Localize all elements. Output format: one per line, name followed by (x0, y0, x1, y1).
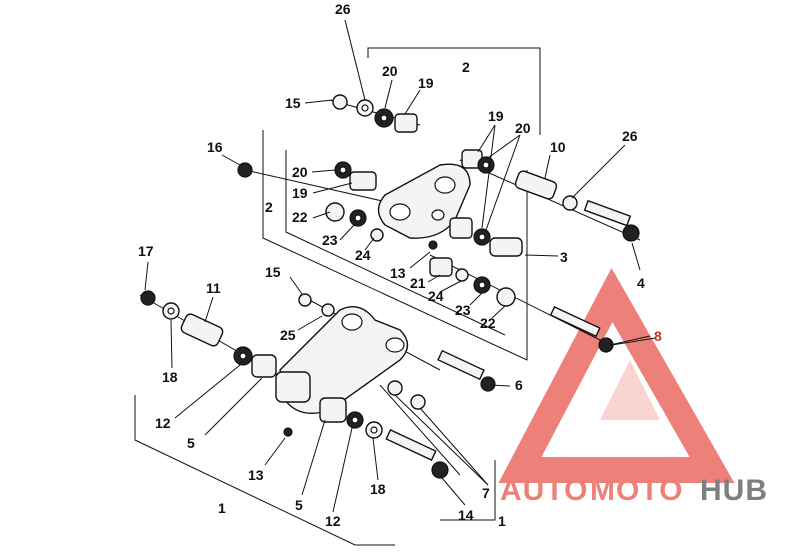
callout-labels: 26 2 20 19 15 19 20 10 26 16 20 19 2 22 … (138, 1, 662, 529)
watermark-auto: AUTO (500, 474, 588, 507)
callout-12-bottom: 12 (325, 513, 341, 529)
callout-15-bottom: 15 (265, 264, 281, 280)
bracket-top-2 (367, 47, 541, 135)
bracket-bottom-1 (134, 395, 395, 546)
callout-7: 7 (482, 485, 490, 501)
callout-5-bottom: 5 (295, 497, 303, 513)
upper-linkage (377, 163, 471, 239)
callout-12-left: 12 (155, 415, 171, 431)
watermark-moto: MOTO (590, 474, 683, 507)
watermark-hub: HUB (700, 474, 768, 507)
callout-24-left: 24 (355, 247, 371, 263)
callout-11: 11 (206, 280, 221, 296)
watermark-logo: AUTO MOTO HUB (498, 267, 768, 507)
lower-linkage (279, 306, 409, 414)
callout-10: 10 (550, 139, 566, 155)
callout-20-top: 20 (382, 63, 398, 79)
callout-19-right: 19 (488, 108, 504, 124)
callout-26-right: 26 (622, 128, 638, 144)
callout-16: 16 (207, 139, 223, 155)
callout-23-mid: 23 (455, 302, 471, 318)
callout-25: 25 (280, 327, 296, 343)
callout-6: 6 (515, 377, 523, 393)
callout-23-left: 23 (322, 232, 338, 248)
callout-5-left: 5 (187, 435, 195, 451)
callout-2-left: 2 (265, 199, 273, 215)
callout-4: 4 (637, 275, 645, 291)
callout-17: 17 (138, 243, 154, 259)
callout-22-left: 22 (292, 209, 308, 225)
callout-22-mid: 22 (480, 315, 496, 331)
callout-20-left: 20 (292, 164, 308, 180)
callout-2-top: 2 (462, 59, 470, 75)
callout-13-mid: 13 (390, 265, 406, 281)
callout-1-left: 1 (218, 500, 226, 516)
callout-21: 21 (410, 275, 426, 291)
callout-19-top: 19 (418, 75, 434, 91)
frame-inner (285, 150, 506, 336)
frame-assembly-2 (262, 130, 528, 361)
callout-18-left: 18 (162, 369, 178, 385)
callout-14: 14 (458, 507, 474, 523)
bracket-bottom-1b (440, 460, 496, 521)
group-frames (134, 47, 541, 546)
callout-20-right: 20 (515, 120, 531, 136)
callout-15-top: 15 (285, 95, 301, 111)
callout-24-mid: 24 (428, 288, 444, 304)
callout-26-top: 26 (335, 1, 351, 17)
callout-18-bottom: 18 (370, 481, 386, 497)
callout-19-left: 19 (292, 185, 308, 201)
logo-triangle-icon (498, 267, 735, 483)
callout-3: 3 (560, 249, 568, 265)
callout-13-bottom: 13 (248, 467, 264, 483)
callout-1-right: 1 (498, 513, 506, 529)
leader-lines (144, 19, 656, 513)
callout-8: 8 (654, 328, 662, 344)
